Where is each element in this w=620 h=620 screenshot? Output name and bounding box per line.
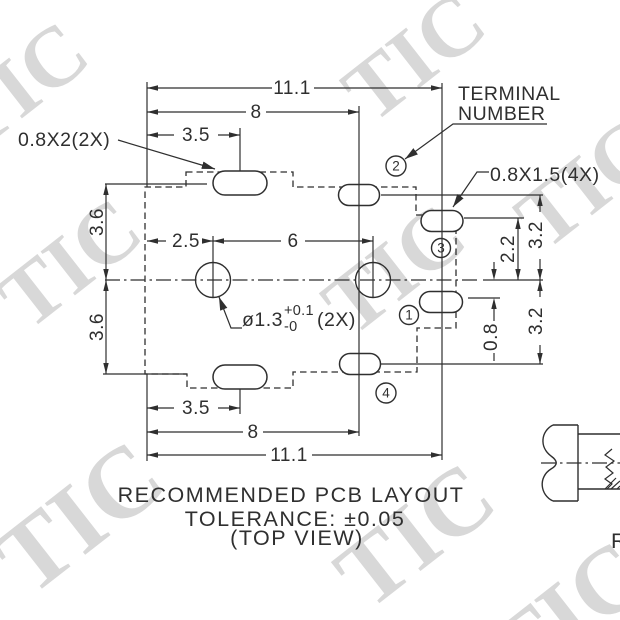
dim-left-rows: 3.6 3.6 [87,184,109,374]
centerlines [105,236,477,298]
terminal-number-label-line2: NUMBER [458,103,546,125]
caption-line2: TOLERANCE: ±0.05 [185,507,406,531]
dim-top-pitch-value: 8 [250,102,261,123]
dim-right-lower-outer-value: 3.2 [526,307,547,335]
dim-left-upper-value: 3.6 [87,208,108,236]
terminal-3-number: 3 [437,241,445,256]
terminal-1-balloon [398,304,420,326]
hole-tolerance-minus: -0 [284,319,298,335]
hole-count-label: (2X) [317,309,356,331]
dim-bottom-pitch: 8 [147,422,359,443]
watermark: TIC [0,418,184,615]
pads [212,170,464,390]
pad-slot-top-left [212,170,268,196]
title-block: RECOMMENDED PCB LAYOUT TOLERANCE: ±0.05 … [118,483,465,550]
hole-tolerance-plus: +0.1 [284,303,314,319]
pad-terminal-4 [338,352,382,376]
callout-hole-diameter: ø1.3 +0.1 -0 (2X) [218,296,356,335]
dim-left-lower-value: 3.6 [87,313,108,341]
terminal-3-balloon [430,237,452,259]
dim-top-pitch: 8 [147,102,359,123]
hatching [604,477,620,490]
terminal-2-number: 2 [392,159,400,174]
break-line [541,424,557,502]
dim-right-upper-inner-value: 2.2 [498,235,519,263]
callout-small-pad: 0.8X1.5(4X) [452,164,600,208]
small-pad-label: 0.8X1.5(4X) [490,164,600,186]
dim-hole-offset-value: 2.5 [172,231,200,252]
dim-right-side: 2.2 3.2 3.2 0.8 [481,195,547,364]
terminal-number-label-line1: TERMINAL [458,83,561,105]
dim-right-lower-inner-value: 0.8 [481,323,502,351]
dim-top-width: 11.1 [147,78,442,99]
hole-diameter-label: ø1.3 [242,309,283,331]
terminal-4-balloon [375,382,397,404]
slot-pad-label: 0.8X2(2X) [18,129,110,151]
dim-top-offset: 3.5 [147,125,240,146]
dim-bottom-offset-value: 3.5 [182,398,210,419]
pad-slot-bottom-left [212,364,268,390]
caption-line1: RECOMMENDED PCB LAYOUT [118,483,465,507]
dim-bottom-width: 11.1 [147,445,442,466]
terminal-4-number: 4 [382,386,390,401]
dim-bottom-offset: 3.5 [147,398,240,419]
coil-zigzag [603,448,616,490]
callout-slot-pad: 0.8X2(2X) [18,129,216,170]
extension-lines [103,82,543,461]
dim-bottom-width-value: 11.1 [270,445,308,466]
dim-top-offset-value: 3.5 [182,125,210,146]
caption-line3: (TOP VIEW) [230,526,364,550]
pad-terminal-1 [418,290,464,314]
watermark: TIC [0,180,159,347]
dim-right-upper-outer-value: 3.2 [526,221,547,249]
terminal-1-number: 1 [405,308,413,323]
dim-bottom-pitch-value: 8 [247,422,258,443]
terminal-2-balloon [385,155,407,177]
dim-hole-row: 2.5 6 [147,231,373,252]
side-partial-text: R [611,529,620,553]
terminal-balloons: 2 3 1 4 [375,155,452,404]
side-view-partial: R [541,424,620,553]
dim-top-width-value: 11.1 [273,78,311,99]
dim-hole-pitch-value: 6 [287,231,298,252]
callout-terminal-number: TERMINAL NUMBER [404,83,561,160]
